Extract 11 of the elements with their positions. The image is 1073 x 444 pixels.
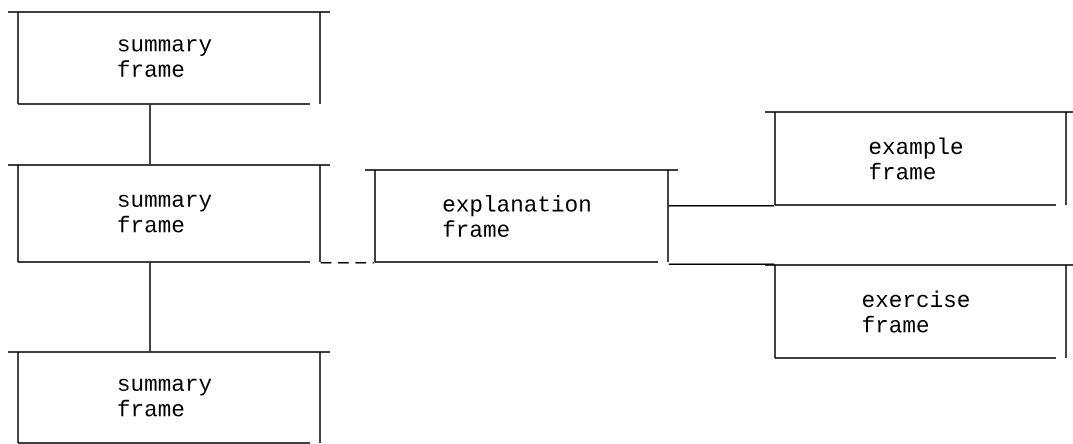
- connector-line: [668, 263, 775, 265]
- connector-line: [149, 262, 151, 352]
- frame-box: summary frame: [7, 351, 331, 444]
- connector-line: [668, 205, 775, 207]
- frame-box: summary frame: [7, 11, 331, 105]
- frame-box: explanation frame: [364, 169, 679, 263]
- frame-box: exercise frame: [764, 264, 1073, 359]
- frame-box: example frame: [764, 111, 1073, 206]
- connector-line: [149, 104, 151, 165]
- frame-box: summary frame: [7, 164, 331, 263]
- connector-line: [320, 262, 375, 264]
